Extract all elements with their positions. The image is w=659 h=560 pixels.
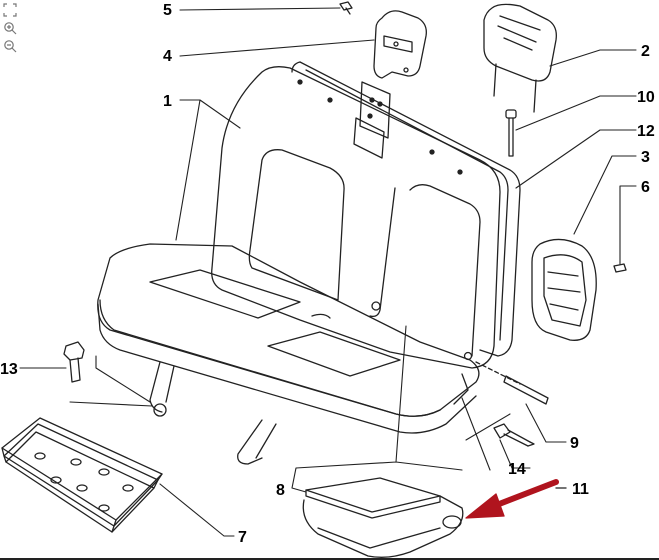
spring-grid-tray[interactable]: [1, 417, 163, 533]
callout-7: 7: [238, 529, 247, 546]
callout-6: 6: [641, 179, 650, 196]
leader-lines: [19, 7, 637, 537]
callout-4: 4: [163, 48, 172, 65]
bolt-13[interactable]: [63, 341, 85, 383]
seat-pad-8[interactable]: [305, 477, 441, 519]
seat-frame-legs[interactable]: [149, 361, 469, 465]
viewer-toolbar: [2, 2, 20, 54]
callout-13: 13: [0, 361, 18, 378]
callout-9: 9: [570, 435, 579, 452]
rear-backrest-panel[interactable]: [291, 61, 521, 357]
callout-1: 1: [163, 93, 172, 110]
zoom-in-icon: [4, 22, 17, 35]
seat-base-11[interactable]: [302, 495, 464, 558]
trim-cover[interactable]: [531, 238, 597, 341]
callout-2: 2: [641, 43, 650, 60]
highlight-arrow: [465, 479, 559, 519]
fit-to-window-icon: [3, 3, 17, 17]
callout-10: 10: [637, 89, 655, 106]
callout-5: 5: [163, 2, 172, 19]
seat-backrest[interactable]: [211, 66, 501, 369]
fit-to-window-button[interactable]: [2, 2, 18, 18]
headrest-bracket[interactable]: [353, 81, 391, 159]
callout-labels: 1 2 3 4 5 6 7 8 9 10 11 12 13 14: [0, 2, 655, 546]
bottom-border: [0, 558, 659, 560]
headrest[interactable]: [483, 3, 557, 113]
callout-14: 14: [508, 461, 526, 478]
callout-11: 11: [572, 481, 589, 498]
callout-3: 3: [641, 149, 650, 166]
headrest-front[interactable]: [373, 10, 427, 79]
zoom-in-button[interactable]: [2, 20, 18, 36]
screw-6[interactable]: [613, 263, 627, 273]
screw-5[interactable]: [339, 1, 353, 15]
zoom-out-icon: [4, 40, 17, 53]
rod-9[interactable]: [503, 375, 549, 405]
bolt-14[interactable]: [493, 423, 535, 447]
seat-cushion[interactable]: [97, 243, 480, 434]
callout-8: 8: [276, 482, 285, 499]
assembly-dashed-line: [475, 361, 521, 385]
pin-10[interactable]: [505, 109, 517, 157]
callout-12: 12: [637, 123, 655, 140]
zoom-out-button[interactable]: [2, 38, 18, 54]
